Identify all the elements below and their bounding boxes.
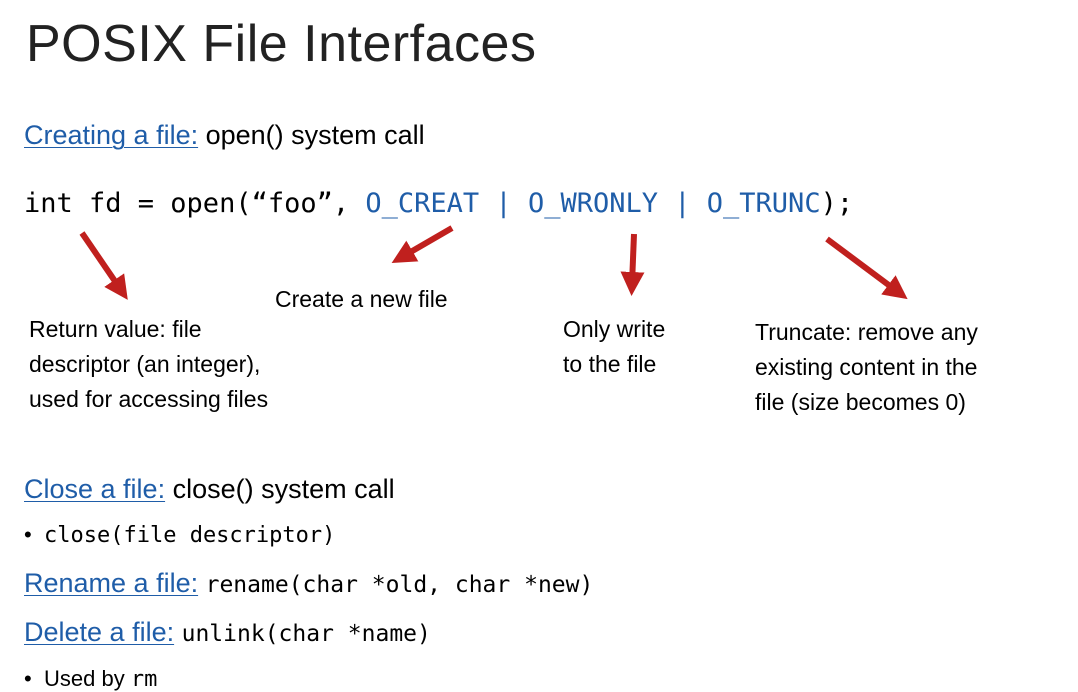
arrow-only-write bbox=[620, 233, 645, 296]
flag-o-wronly: O_WRONLY bbox=[527, 188, 658, 219]
delete-code: unlink(char *name) bbox=[181, 621, 431, 647]
rename-heading: Rename a file: rename(char *old, char *n… bbox=[24, 568, 593, 599]
note-line: Return value: file bbox=[29, 316, 202, 342]
bullet-icon: • bbox=[24, 666, 32, 691]
close-bullet-code: close(file descriptor) bbox=[44, 523, 336, 548]
delete-link[interactable]: Delete a file: bbox=[24, 617, 175, 647]
page-title: POSIX File Interfaces bbox=[26, 15, 537, 73]
note-line: file (size becomes 0) bbox=[755, 389, 966, 415]
delete-bullet-code: rm bbox=[130, 667, 158, 692]
flag-separator-2: | bbox=[658, 188, 707, 219]
note-return-value: Return value: file descriptor (an intege… bbox=[29, 312, 268, 417]
flag-separator-1: | bbox=[479, 188, 528, 219]
create-link[interactable]: Creating a file: bbox=[24, 120, 199, 150]
arrow-return-value bbox=[79, 231, 128, 300]
note-line: Only write bbox=[563, 316, 666, 342]
delete-bullet-text: Used by bbox=[44, 666, 131, 691]
close-bullet: • close(file descriptor) bbox=[24, 522, 335, 548]
rename-link[interactable]: Rename a file: bbox=[24, 568, 199, 598]
rename-code: rename(char *old, char *new) bbox=[205, 572, 594, 598]
close-link[interactable]: Close a file: bbox=[24, 474, 166, 504]
delete-heading: Delete a file: unlink(char *name) bbox=[24, 617, 431, 648]
note-line: descriptor (an integer), bbox=[29, 351, 261, 377]
open-code-line: int fd = open(“foo”, O_CREAT | O_WRONLY … bbox=[24, 188, 853, 219]
arrow-truncate bbox=[825, 236, 908, 300]
code-suffix: ); bbox=[820, 188, 854, 219]
flag-o-creat: O_CREAT bbox=[365, 188, 480, 219]
create-text: open() system call bbox=[205, 120, 425, 150]
note-line: to the file bbox=[563, 351, 657, 377]
close-text: close() system call bbox=[172, 474, 395, 504]
delete-bullet: • Used by rm bbox=[24, 666, 157, 692]
note-line: existing content in the bbox=[755, 354, 978, 380]
code-prefix: int fd = open(“foo”, bbox=[24, 188, 366, 219]
note-truncate: Truncate: remove any existing content in… bbox=[755, 315, 978, 420]
flag-o-trunc: O_TRUNC bbox=[706, 188, 821, 219]
arrow-create-new bbox=[391, 225, 454, 264]
close-heading: Close a file: close() system call bbox=[24, 474, 395, 505]
bullet-icon: • bbox=[24, 522, 32, 547]
note-create-new: Create a new file bbox=[275, 286, 448, 312]
create-heading: Creating a file: open() system call bbox=[24, 120, 425, 151]
note-line: used for accessing files bbox=[29, 386, 269, 412]
note-only-write: Only write to the file bbox=[563, 312, 665, 382]
note-line: Truncate: remove any bbox=[755, 319, 978, 345]
